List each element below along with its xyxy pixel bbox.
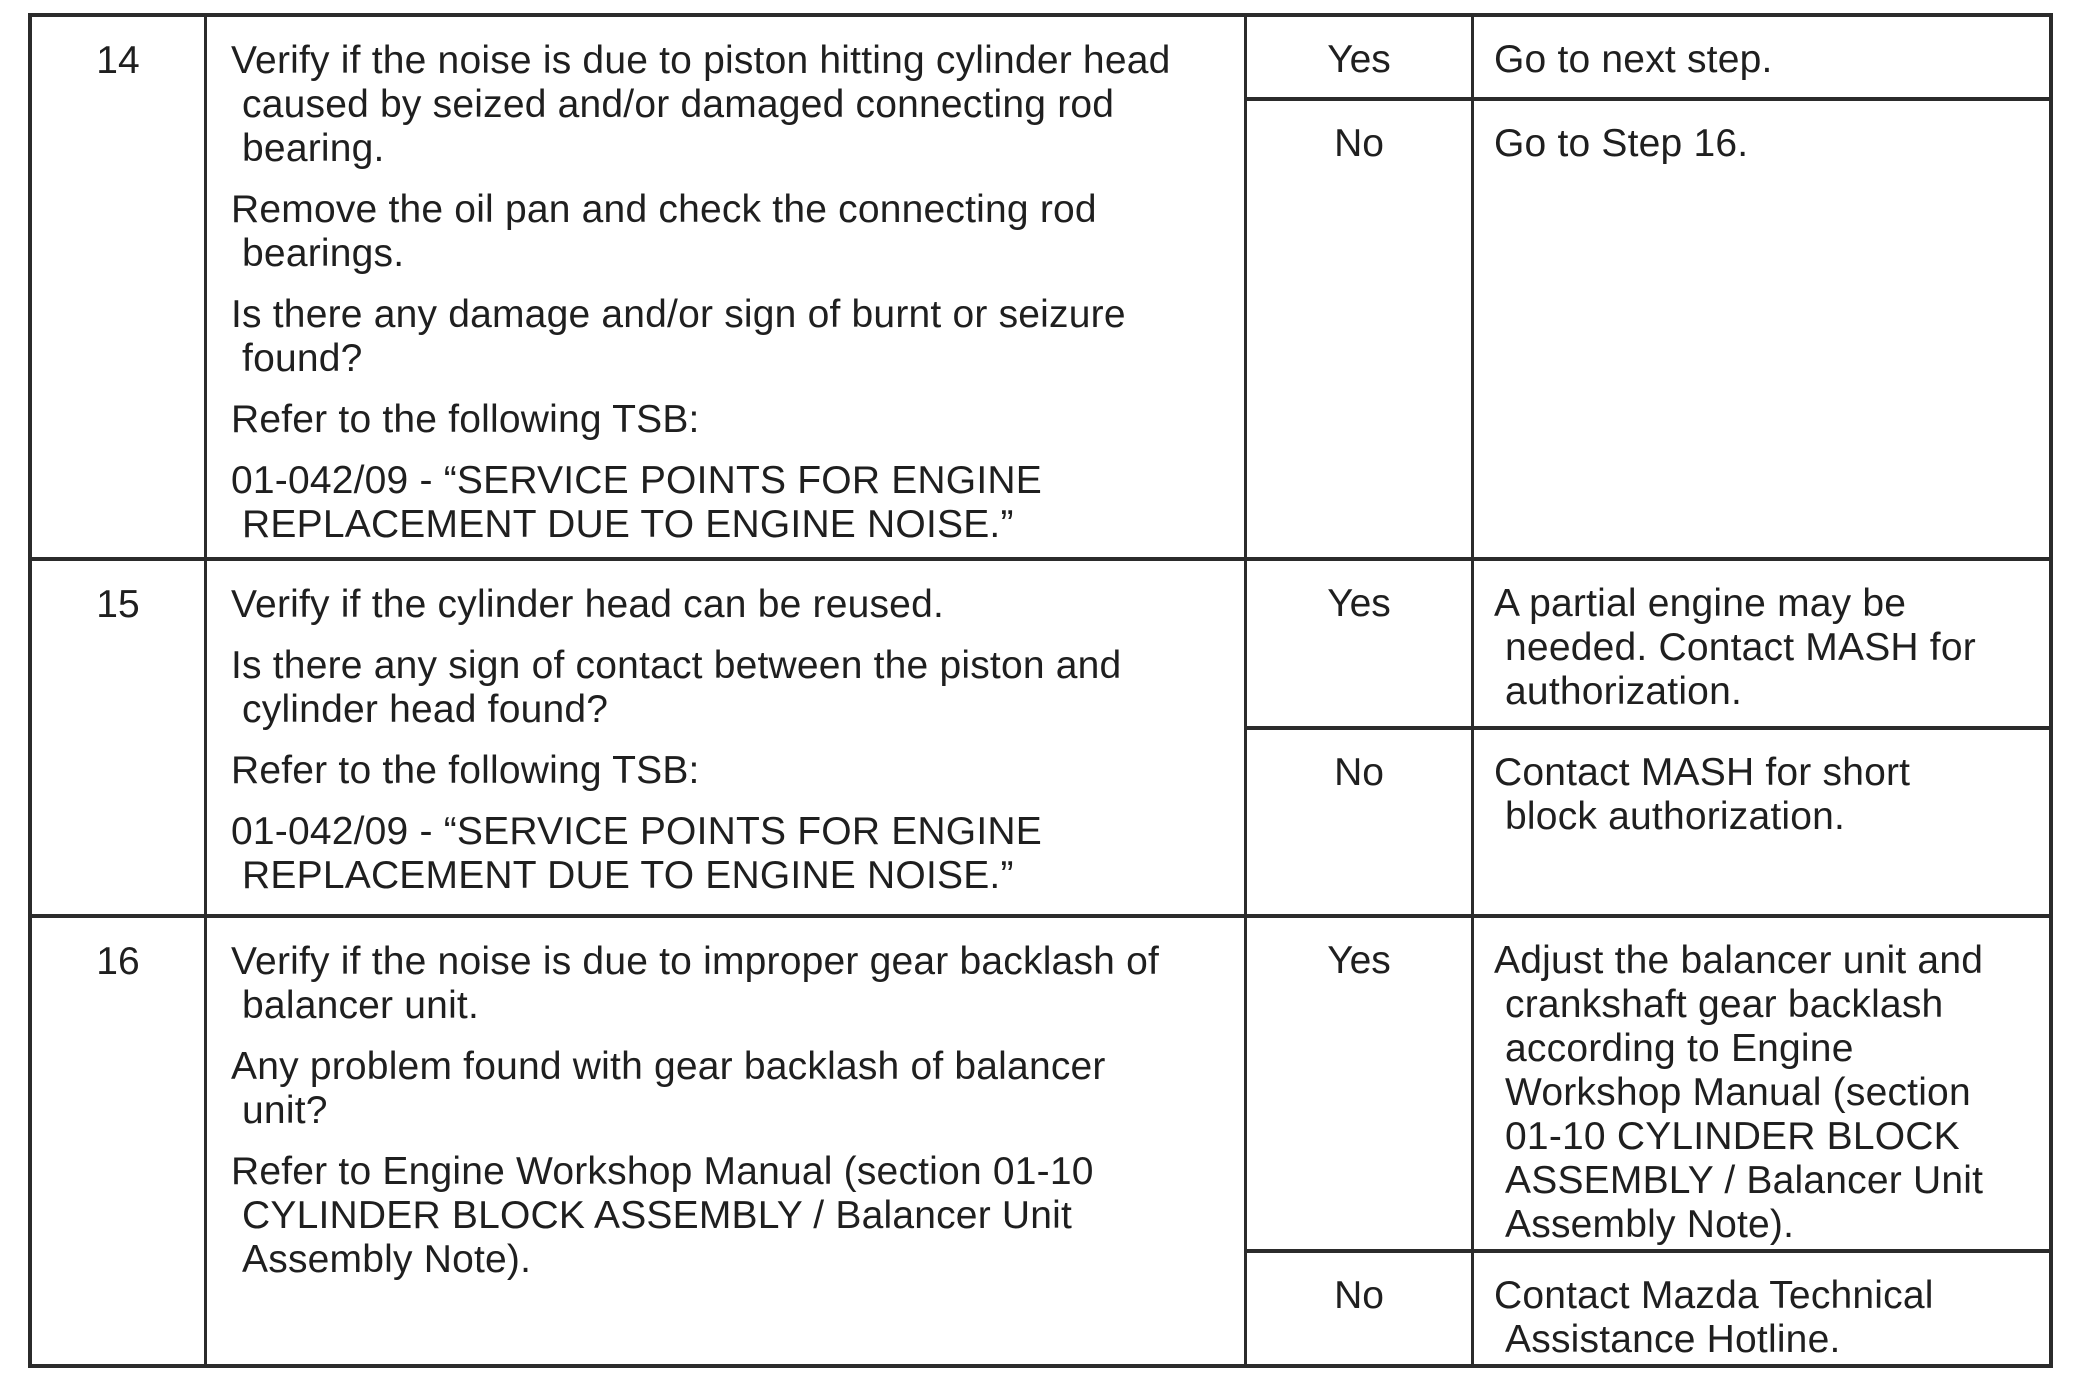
answer-cell: No — [1247, 1253, 1474, 1364]
action-cell: Go to next step. — [1474, 17, 2049, 97]
action-text: Go to Step 16. — [1494, 122, 1749, 165]
answer-cell: Yes — [1247, 561, 1474, 726]
instruction-paragraph: Refer to the following TSB: — [231, 398, 700, 441]
step-number-cell: 16 — [32, 918, 207, 1364]
outcome-yes-subrow: Yes Adjust the balancer unit and cranksh… — [1247, 918, 2049, 1249]
instruction-paragraph: Is there any sign of contact between the… — [231, 644, 1122, 731]
no-label: No — [1334, 1274, 1384, 1317]
step-number-cell: 15 — [32, 561, 207, 914]
table-row-step-15: 15 Verify if the cylinder head can be re… — [32, 557, 2049, 914]
outcomes-group: Yes A partial engine may be needed. Cont… — [1247, 561, 2049, 914]
outcomes-group: Yes Go to next step. No Go to Step 16. — [1247, 17, 2049, 557]
answer-cell: No — [1247, 730, 1474, 914]
no-label: No — [1334, 122, 1384, 165]
action-cell: A partial engine may be needed. Contact … — [1474, 561, 2049, 726]
action-text: Contact MASH for short block authorizati… — [1494, 751, 1911, 838]
instruction-cell: Verify if the cylinder head can be reuse… — [207, 561, 1247, 914]
outcomes-group: Yes Adjust the balancer unit and cranksh… — [1247, 918, 2049, 1364]
instruction-paragraph: Verify if the noise is due to improper g… — [231, 940, 1159, 1027]
no-label: No — [1334, 751, 1384, 794]
table-row-step-16: 16 Verify if the noise is due to imprope… — [32, 914, 2049, 1364]
manual-reference: Refer to Engine Workshop Manual (section… — [231, 1150, 1094, 1281]
action-text: Adjust the balancer unit and crankshaft … — [1494, 939, 1984, 1246]
instruction-paragraph: Verify if the noise is due to piston hit… — [231, 39, 1171, 170]
instruction-paragraph: Is there any damage and/or sign of burnt… — [231, 293, 1126, 380]
instruction-paragraph: Remove the oil pan and check the connect… — [231, 188, 1097, 275]
step-number: 15 — [96, 583, 140, 626]
answer-cell: No — [1247, 101, 1474, 557]
outcome-no-subrow: No Contact Mazda Technical Assistance Ho… — [1247, 1249, 2049, 1364]
instruction-paragraph: Verify if the cylinder head can be reuse… — [231, 583, 944, 626]
instruction-cell: Verify if the noise is due to piston hit… — [207, 17, 1247, 557]
instruction-paragraph: Refer to the following TSB: — [231, 749, 700, 792]
outcome-yes-subrow: Yes Go to next step. — [1247, 17, 2049, 97]
step-number: 14 — [96, 39, 140, 82]
answer-cell: Yes — [1247, 17, 1474, 97]
action-cell: Go to Step 16. — [1474, 101, 2049, 557]
action-cell: Adjust the balancer unit and crankshaft … — [1474, 918, 2049, 1249]
instruction-paragraph: Any problem found with gear backlash of … — [231, 1045, 1106, 1132]
outcome-no-subrow: No Go to Step 16. — [1247, 97, 2049, 557]
step-number-cell: 14 — [32, 17, 207, 557]
answer-cell: Yes — [1247, 918, 1474, 1249]
tsb-reference: 01-042/09 - “SERVICE POINTS FOR ENGINE R… — [231, 459, 1042, 546]
yes-label: Yes — [1327, 38, 1391, 81]
tsb-reference: 01-042/09 - “SERVICE POINTS FOR ENGINE R… — [231, 810, 1042, 897]
action-cell: Contact Mazda Technical Assistance Hotli… — [1474, 1253, 2049, 1364]
action-text: A partial engine may be needed. Contact … — [1494, 582, 1976, 713]
outcome-no-subrow: No Contact MASH for short block authoriz… — [1247, 726, 2049, 914]
outcome-yes-subrow: Yes A partial engine may be needed. Cont… — [1247, 561, 2049, 726]
instruction-cell: Verify if the noise is due to improper g… — [207, 918, 1247, 1364]
step-number: 16 — [96, 940, 140, 983]
action-cell: Contact MASH for short block authorizati… — [1474, 730, 2049, 914]
yes-label: Yes — [1327, 582, 1391, 625]
diagnostic-table: 14 Verify if the noise is due to piston … — [28, 13, 2053, 1368]
action-text: Go to next step. — [1494, 38, 1773, 81]
action-text: Contact Mazda Technical Assistance Hotli… — [1494, 1274, 1934, 1361]
table-row-step-14: 14 Verify if the noise is due to piston … — [32, 17, 2049, 557]
yes-label: Yes — [1327, 939, 1391, 982]
